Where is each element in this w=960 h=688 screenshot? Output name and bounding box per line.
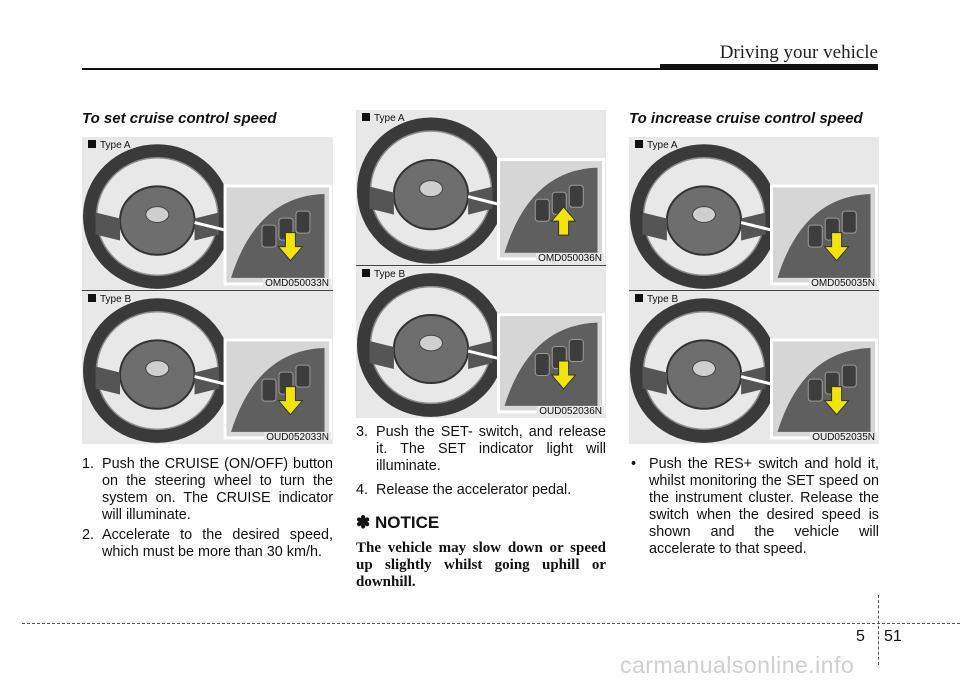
figure-middle-type-b: Type B OUD052036N: [356, 266, 606, 418]
figure-right-type-a: Type A OMD050035N: [629, 137, 879, 290]
middle-steps: 3.Push the SET- switch, and release it. …: [356, 424, 606, 502]
steering-wheel-illustration: [630, 144, 878, 289]
square-bullet-icon: [635, 140, 643, 148]
figure-divider: [82, 290, 333, 291]
figure-code: OMD050036N: [536, 253, 604, 264]
figure-divider: [356, 265, 606, 266]
steering-wheel-illustration: [83, 144, 332, 289]
type-a-label: Type A: [635, 140, 678, 151]
square-bullet-icon: [362, 269, 370, 277]
page-number: 51: [884, 628, 902, 645]
square-bullet-icon: [88, 140, 96, 148]
left-steps: 1.Push the CRUISE (ON/OFF) button on the…: [82, 456, 333, 564]
arrow-indicator-icon: [550, 360, 577, 390]
figure-code: OUD052033N: [264, 432, 331, 443]
figure-left-type-a: Type A OMD050033N: [82, 137, 333, 290]
figure-code: OUD052035N: [810, 432, 877, 443]
square-bullet-icon: [88, 294, 96, 302]
figure-code: OMD050033N: [263, 278, 331, 289]
header-rule: [82, 68, 878, 70]
figure-left-type-b: Type B OUD052033N: [82, 291, 333, 444]
figure-code: OUD052036N: [537, 406, 604, 417]
steering-wheel-illustration: [83, 298, 332, 443]
arrow-indicator-icon: [550, 206, 577, 236]
footer-dashed-divider: [878, 595, 879, 665]
notice-heading: ✽ NOTICE: [356, 513, 440, 532]
type-b-label: Type B: [635, 294, 678, 305]
bullet-item: •Push the RES+ switch and hold it, whils…: [631, 456, 879, 557]
section-heading-set-speed: To set cruise control speed: [82, 110, 277, 127]
type-b-label: Type B: [362, 269, 405, 280]
type-a-label: Type A: [362, 113, 405, 124]
steering-wheel-illustration: [357, 273, 605, 417]
watermark: carmanualsonline.info: [620, 652, 855, 678]
footer-dashed-rule: [22, 623, 960, 624]
list-item: 2.Accelerate to the desired speed, which…: [82, 527, 333, 560]
list-item: 1.Push the CRUISE (ON/OFF) button on the…: [82, 456, 333, 523]
arrow-indicator-icon: [823, 232, 850, 262]
figure-middle-type-a: Type A OMD050036N: [356, 110, 606, 265]
square-bullet-icon: [635, 294, 643, 302]
right-bullet-text: •Push the RES+ switch and hold it, whils…: [629, 456, 879, 558]
figure-code: OMD050035N: [809, 278, 877, 289]
figure-divider: [629, 290, 879, 291]
steering-wheel-illustration: [630, 298, 878, 443]
arrow-indicator-icon: [277, 386, 304, 416]
type-b-label: Type B: [88, 294, 131, 305]
header-rule-accent: [660, 64, 878, 70]
chapter-number: 5: [856, 628, 865, 645]
type-a-label: Type A: [88, 140, 131, 151]
section-heading-increase-speed: To increase cruise control speed: [629, 110, 863, 127]
list-item: 3.Push the SET- switch, and release it. …: [356, 424, 606, 474]
arrow-indicator-icon: [823, 386, 850, 416]
figure-right-type-b: Type B OUD052035N: [629, 291, 879, 444]
arrow-indicator-icon: [277, 232, 304, 262]
square-bullet-icon: [362, 113, 370, 121]
steering-wheel-illustration: [357, 117, 605, 264]
list-item: 4.Release the accelerator pedal.: [356, 482, 572, 498]
page-header-title: Driving your vehicle: [719, 42, 878, 63]
notice-text: The vehicle may slow down or speed up sl…: [356, 540, 606, 590]
